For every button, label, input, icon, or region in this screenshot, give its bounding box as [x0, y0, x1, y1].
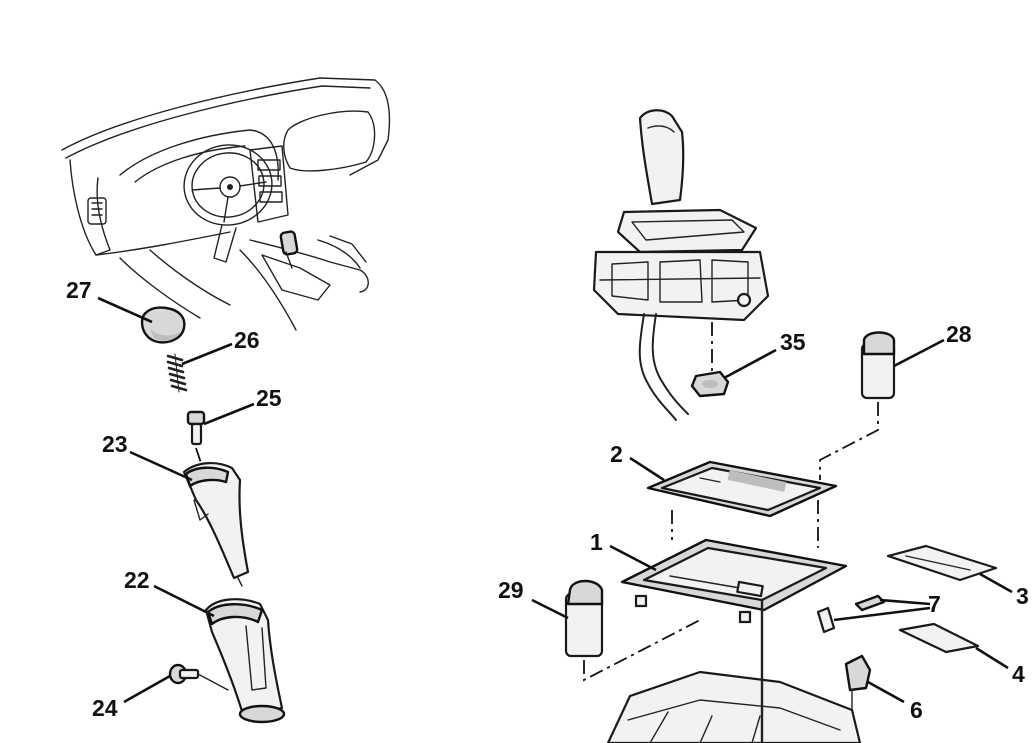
part-4-trim-strip [898, 622, 980, 654]
lower-console-housing [606, 598, 862, 743]
callout-1: 1 [590, 529, 603, 555]
part-22-knob-lower-body [204, 598, 286, 724]
part-28-cylinder [819, 331, 896, 480]
callout-28: 28 [946, 321, 972, 347]
part-6-switch [844, 654, 872, 721]
part-7-clips [816, 594, 886, 634]
callout-6: 6 [910, 697, 923, 723]
callout-23: 23 [102, 431, 128, 457]
part-29-cylinder [564, 579, 701, 682]
callout-25: 25 [256, 385, 282, 411]
part-25-pin [186, 410, 206, 446]
callout-22: 22 [124, 567, 150, 593]
callout-3: 3 [1016, 583, 1029, 609]
callout-4: 4 [1012, 661, 1025, 687]
callout-29: 29 [498, 577, 524, 603]
part-27-shift-knob-cap [140, 306, 186, 344]
part-23-knob-upper-shell [182, 462, 250, 587]
part-1-console-trim-plate [620, 500, 848, 624]
leader-lines [97, 296, 1013, 704]
callout-27: 27 [66, 277, 92, 303]
callout-7: 7 [928, 591, 941, 617]
part-2-indicator-bezel [646, 460, 838, 518]
part-3-trim-strip [886, 544, 998, 582]
callout-24: 24 [92, 695, 118, 721]
part-24-screw [168, 663, 229, 691]
part-26-spring [166, 353, 188, 393]
callout-35: 35 [780, 329, 806, 355]
callout-26: 26 [234, 327, 260, 353]
shifter-assembly [592, 109, 770, 421]
callout-2: 2 [610, 441, 623, 467]
dashboard-interior-illustration [61, 77, 391, 331]
callout-labels: 27 26 25 23 22 24 35 28 2 1 29 7 3 4 6 [66, 277, 1029, 723]
part-35-nut [690, 370, 730, 398]
